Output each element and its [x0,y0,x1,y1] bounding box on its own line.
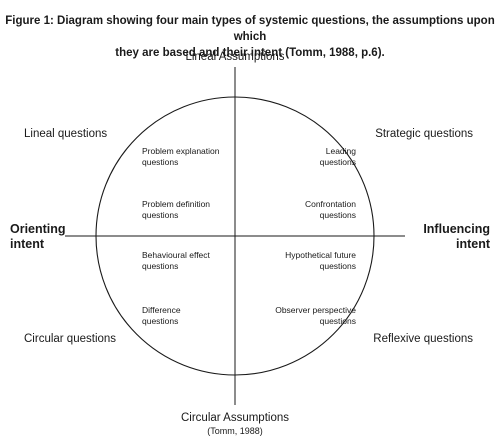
bottom-axis-label: Circular Assumptions [180,412,289,424]
reflexive-questions-label: Reflexive questions [373,333,473,345]
cell-line-1: Hypothetical future [285,250,356,260]
cell-line-1: Observer perspective [275,305,356,315]
cell-line-1: Problem definition [142,199,211,209]
cell-line-1: Behavioural effect [142,250,210,260]
strategic-questions-label: Strategic questions [375,128,473,140]
cell-line-2: questions [142,260,179,271]
confrontation-questions: Confrontation questions [250,199,356,220]
orienting-intent-line-2: intent [10,237,45,251]
cell-line-1: Leading [325,146,356,156]
lineal-questions-label: Lineal questions [24,128,108,140]
top-axis-label: Lineal Assumptions [185,51,285,63]
influencing-intent-line-1: Influencing [423,222,490,236]
source-citation: (Tomm, 1988) [207,426,263,436]
cell-line-2: questions [142,209,179,220]
difference-questions: Difference questions [142,305,181,326]
caption-line-1: Figure 1: Diagram showing four main type… [5,15,495,43]
hypothetical-future-questions: Hypothetical future questions [250,250,356,271]
behavioural-effect-questions: Behavioural effect questions [142,250,210,271]
cell-line-2: questions [319,315,356,326]
figure-caption: Figure 1: Diagram showing four main type… [0,13,500,61]
leading-questions: Leading questions [250,146,356,167]
cell-line-2: questions [142,156,179,167]
cell-line-1: Difference [142,305,181,315]
cell-line-1: Problem explanation [142,146,220,156]
influencing-intent-line-2: intent [455,237,490,251]
cell-line-2: questions [319,209,356,220]
circular-questions-label: Circular questions [24,333,117,345]
orienting-intent-label: Orienting intent [10,222,66,252]
cell-line-2: questions [142,315,179,326]
cell-line-1: Confrontation [304,199,356,209]
influencing-intent-label: Influencing intent [400,222,490,252]
problem-explanation-questions: Problem explanation questions [142,146,220,167]
cell-line-2: questions [319,260,356,271]
problem-definition-questions: Problem definition questions [142,199,210,220]
observer-perspective-questions: Observer perspective questions [250,305,356,326]
caption-line-2: they are based and their intent (Tomm, 1… [115,47,385,59]
cell-line-2: questions [319,156,356,167]
orienting-intent-line-1: Orienting [10,222,66,236]
